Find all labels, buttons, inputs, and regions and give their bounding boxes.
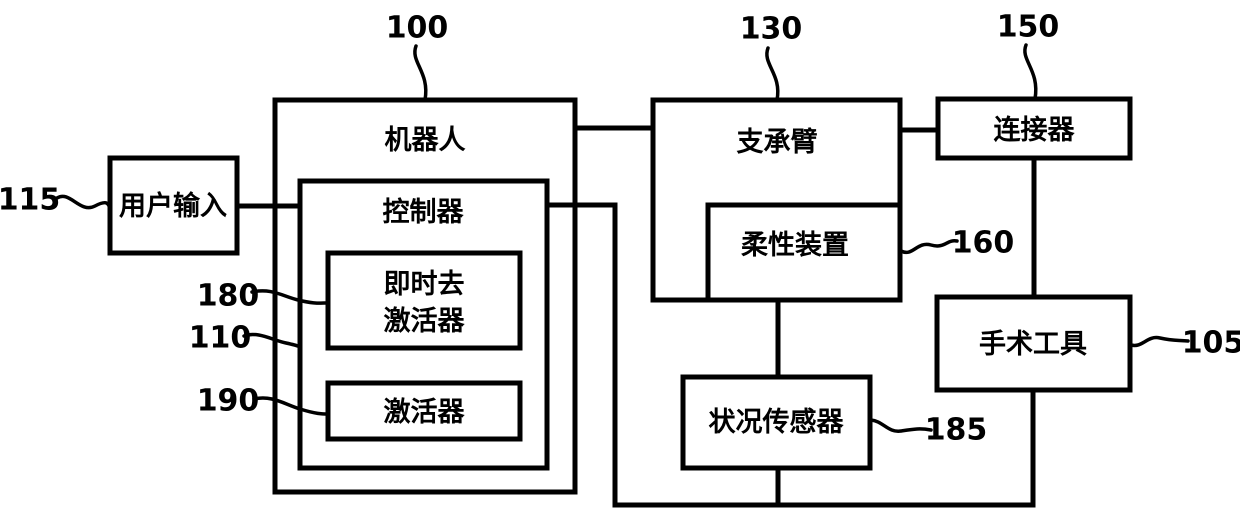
connector-box	[935, 96, 1133, 161]
condition-sensor-label: 状况传感器	[709, 406, 845, 437]
ref-180-leader	[250, 289, 330, 305]
ref-180-label: 180	[197, 279, 260, 314]
user-input-label: 用户输入	[119, 190, 227, 221]
surgical-tool-label: 手术工具	[979, 329, 1087, 359]
ref-190-leader	[252, 396, 330, 416]
robot-label: 机器人	[385, 125, 466, 155]
flexible-device-box	[705, 202, 903, 303]
support-arm-label: 支承臂	[737, 127, 818, 157]
ref-105-label: 105	[1182, 326, 1240, 361]
connector-label: 连接器	[994, 114, 1076, 145]
ref-160-label: 160	[952, 226, 1015, 261]
controller-label: 控制器	[383, 197, 465, 227]
ref-115-leader	[55, 194, 112, 210]
controller-to-surgical-tool-line	[547, 202, 1036, 508]
activator-box	[325, 380, 523, 442]
activator-label: 激活器	[384, 396, 466, 427]
ref-150-leader	[1023, 43, 1038, 101]
ref-100-leader	[413, 44, 428, 102]
ref-110-leader	[242, 332, 302, 349]
ref-190-label: 190	[197, 384, 260, 419]
instant-deactivator-label-line1: 即时去	[384, 269, 465, 299]
flexible-device-label: 柔性装置	[741, 230, 849, 260]
ref-115-label: 115	[0, 183, 60, 218]
ref-185-leader	[869, 418, 933, 433]
condition-sensor-box	[680, 374, 873, 471]
surgical-tool-box	[934, 294, 1133, 393]
instant-deactivator-label-line2: 激活器	[384, 305, 466, 336]
ref-110-label: 110	[189, 321, 252, 356]
ref-160-leader	[899, 239, 959, 255]
user-input-box	[107, 155, 240, 256]
ref-100-label: 100	[386, 11, 449, 46]
ref-150-label: 150	[997, 10, 1060, 45]
instant-deactivator-box	[325, 250, 523, 351]
ref-185-label: 185	[925, 413, 988, 448]
ref-130-leader	[765, 46, 780, 102]
ref-105-leader	[1129, 335, 1190, 348]
ref-130-label: 130	[740, 12, 803, 47]
